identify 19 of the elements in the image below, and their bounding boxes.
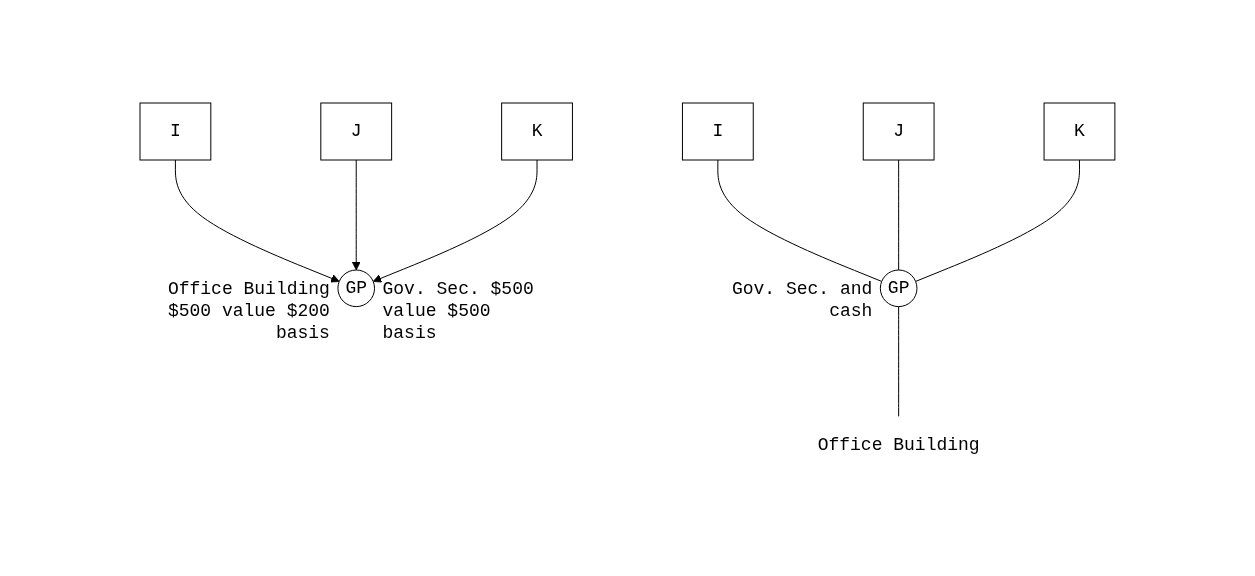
node-box: K [501,102,573,161]
connector [898,159,900,271]
node-box: I [139,102,212,161]
arrow [372,159,538,283]
node-box: I [682,102,754,161]
arrow [174,159,340,283]
node-box: K [1043,102,1116,161]
node-circle: GP [337,269,376,307]
connector [898,305,900,417]
node-box: J [320,102,393,161]
connector [717,159,883,282]
node-text: Office Building [817,434,980,455]
node-box: J [862,102,935,161]
connector [915,159,1081,282]
node-circle: GP [879,269,918,307]
node-caption: Office Building $500 value $200 basis [167,279,330,343]
node-caption: Gov. Sec. and cash [732,279,873,321]
node-caption: Gov. Sec. $500 value $500 basis [382,279,534,343]
arrow [351,159,361,271]
